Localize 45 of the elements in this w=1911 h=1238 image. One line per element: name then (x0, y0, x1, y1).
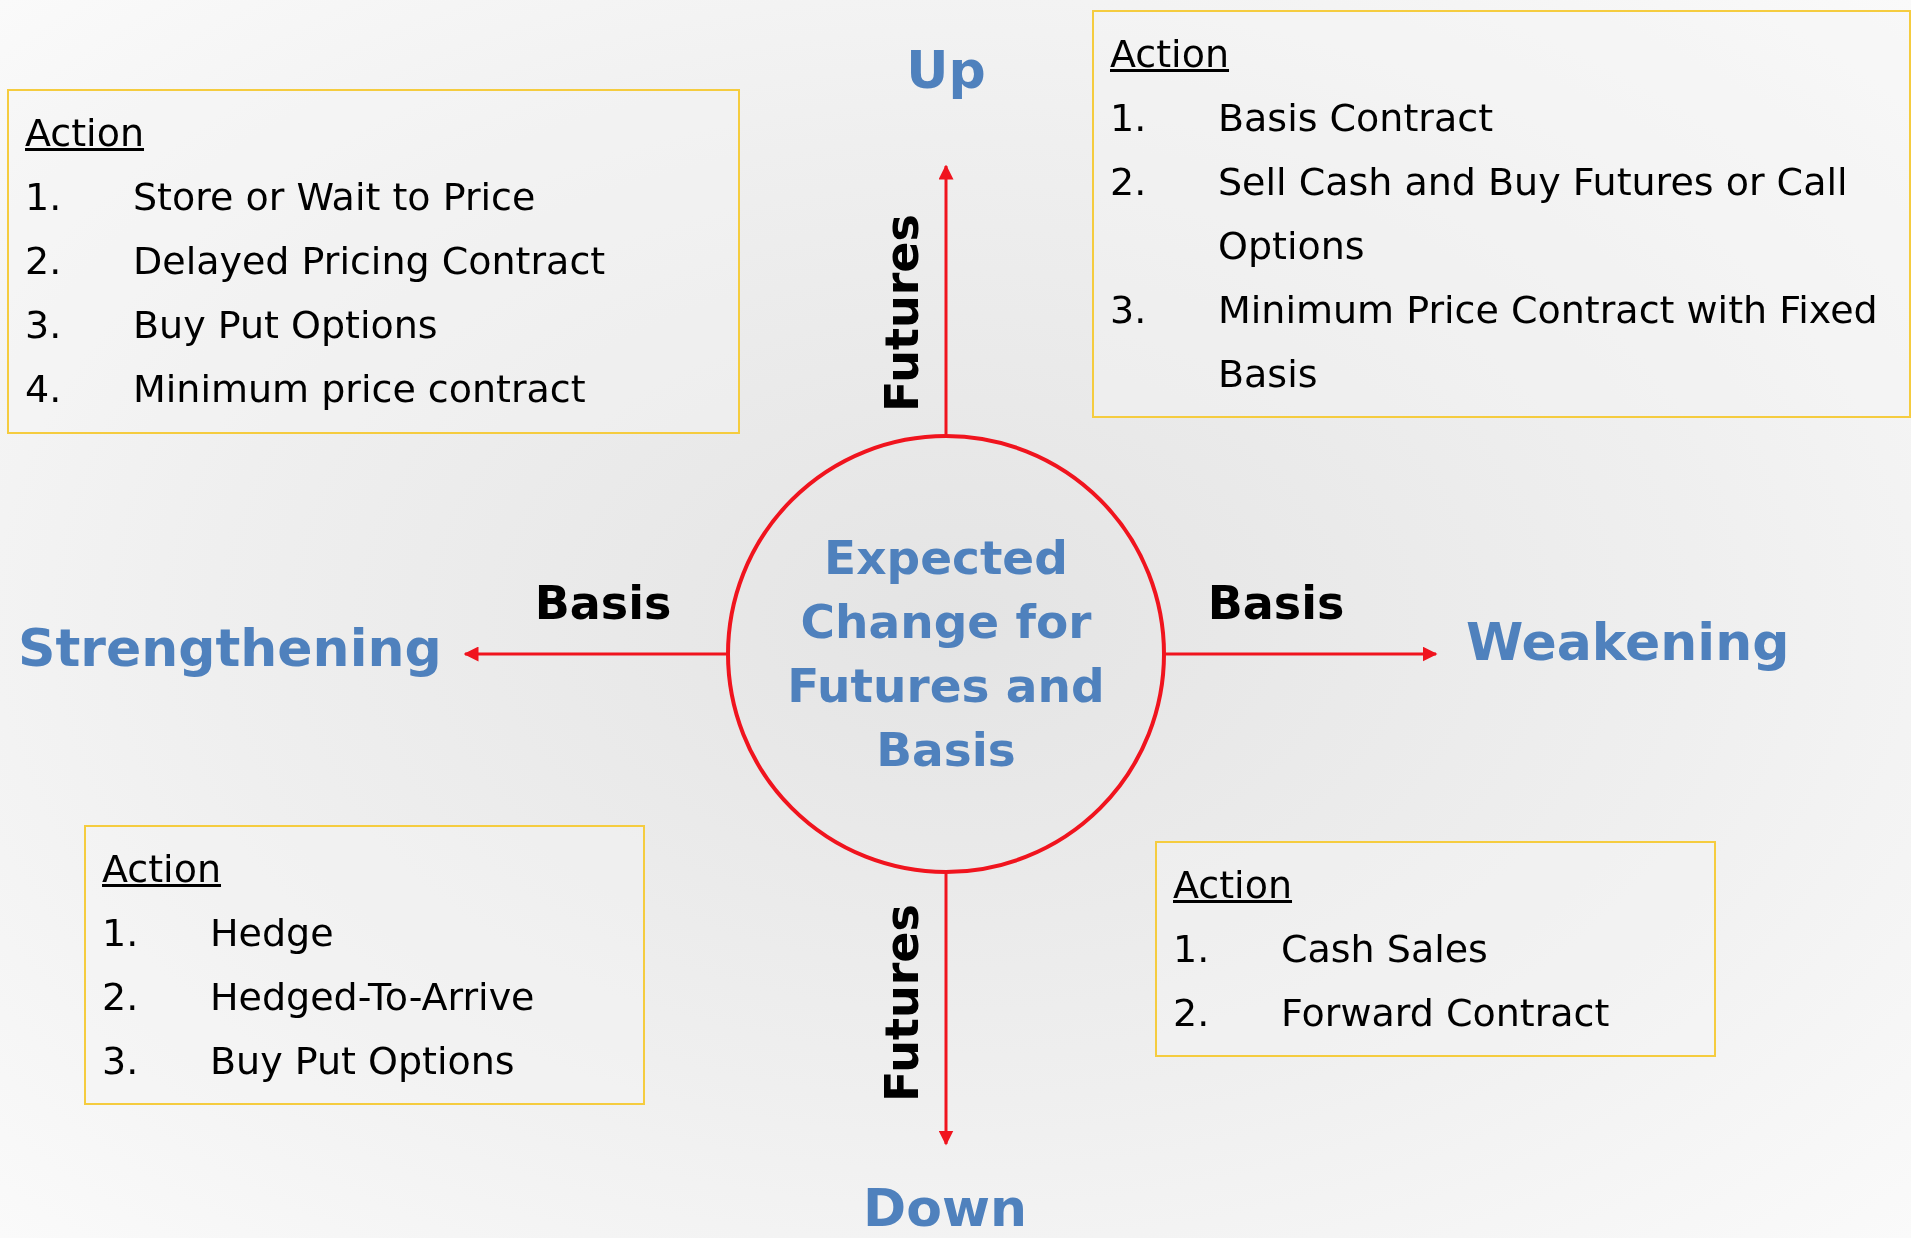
list-number: 3. (25, 302, 63, 349)
list-number: 2. (1110, 159, 1148, 206)
direction-label: Down (863, 1178, 1027, 1238)
list-item: Basis Contract (1218, 95, 1494, 142)
action-box (1155, 841, 1716, 1057)
action-heading: Action (25, 110, 144, 157)
list-item: Minimum Price Contract with Fixed Basis (1218, 287, 1878, 398)
list-item: Buy Put Options (210, 1038, 515, 1085)
list-number: 1. (1173, 926, 1211, 973)
list-item: Minimum price contract (133, 366, 586, 413)
list-number: 1. (102, 910, 140, 957)
direction-label: Up (906, 40, 986, 100)
direction-label: Strengthening (18, 618, 442, 678)
edge-label: Futures (876, 214, 928, 412)
action-box (7, 89, 740, 434)
list-number: 3. (102, 1038, 140, 1085)
list-number: 2. (1173, 990, 1211, 1037)
action-heading: Action (1173, 862, 1292, 909)
list-item: Sell Cash and Buy Futures or Call Options (1218, 159, 1849, 270)
list-number: 2. (102, 974, 140, 1021)
list-item: Store or Wait to Price (133, 174, 536, 221)
list-item: Delayed Pricing Contract (133, 238, 606, 285)
list-number: 3. (1110, 287, 1148, 334)
list-item: Cash Sales (1281, 926, 1488, 973)
list-number: 2. (25, 238, 63, 285)
action-heading: Action (1110, 31, 1229, 78)
circle-title: Expected Change for Futures and Basis (786, 529, 1106, 779)
arrow (938, 164, 954, 434)
direction-label: Weakening (1466, 612, 1790, 672)
edge-label: Basis (1207, 577, 1345, 629)
list-number: 1. (1110, 95, 1148, 142)
list-item: Buy Put Options (133, 302, 438, 349)
action-box (1092, 10, 1911, 418)
action-box (84, 825, 645, 1105)
list-item: Forward Contract (1281, 990, 1610, 1037)
list-item: Hedge (210, 910, 334, 957)
action-heading: Action (102, 846, 221, 893)
arrow (463, 646, 726, 662)
arrow (1166, 646, 1438, 662)
list-item: Hedged-To-Arrive (210, 974, 535, 1021)
edge-label: Futures (876, 904, 928, 1102)
list-number: 1. (25, 174, 63, 221)
list-number: 4. (25, 366, 63, 413)
edge-label: Basis (534, 577, 672, 629)
arrow (938, 874, 954, 1146)
